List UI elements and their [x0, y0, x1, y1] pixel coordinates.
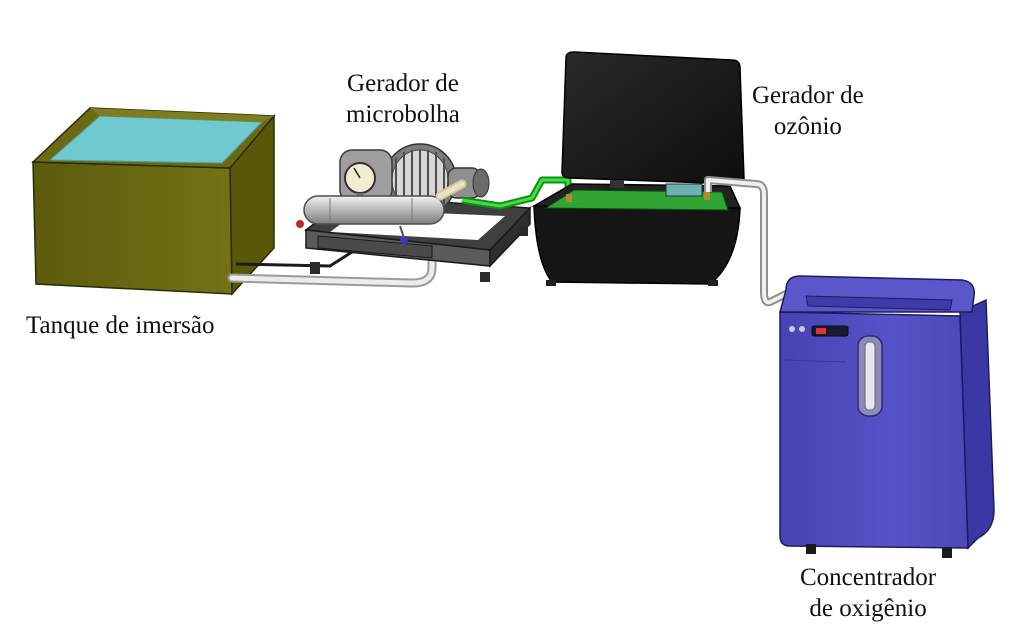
ozone-generator — [531, 51, 745, 286]
oxygen-concentrator — [779, 275, 995, 558]
label-line: Concentrador — [800, 564, 937, 591]
label-microbubble-generator: Gerador de microbolha — [346, 68, 460, 130]
label-line: ozônio — [773, 113, 842, 140]
label-immersion-tank: Tanque de imersão — [26, 310, 214, 341]
label-line: de oxigênio — [809, 595, 927, 622]
label-ozone-generator: Gerador de ozônio — [752, 80, 864, 142]
immersion-tank — [31, 107, 276, 296]
label-line: Tanque de imersão — [26, 312, 215, 339]
label-line: microbolha — [346, 101, 460, 128]
red-valve-icon — [296, 220, 304, 228]
oxygen-pipe — [704, 176, 792, 307]
return-pipe — [227, 233, 437, 288]
blue-valve-icon — [400, 236, 408, 244]
label-line: Gerador de — [752, 82, 864, 109]
label-oxygen-concentrator: Concentrador de oxigênio — [800, 562, 936, 624]
label-line: Gerador de — [347, 70, 459, 97]
green-tube — [461, 176, 572, 210]
microbubble-generator — [296, 143, 532, 282]
flowmeter — [857, 335, 883, 417]
